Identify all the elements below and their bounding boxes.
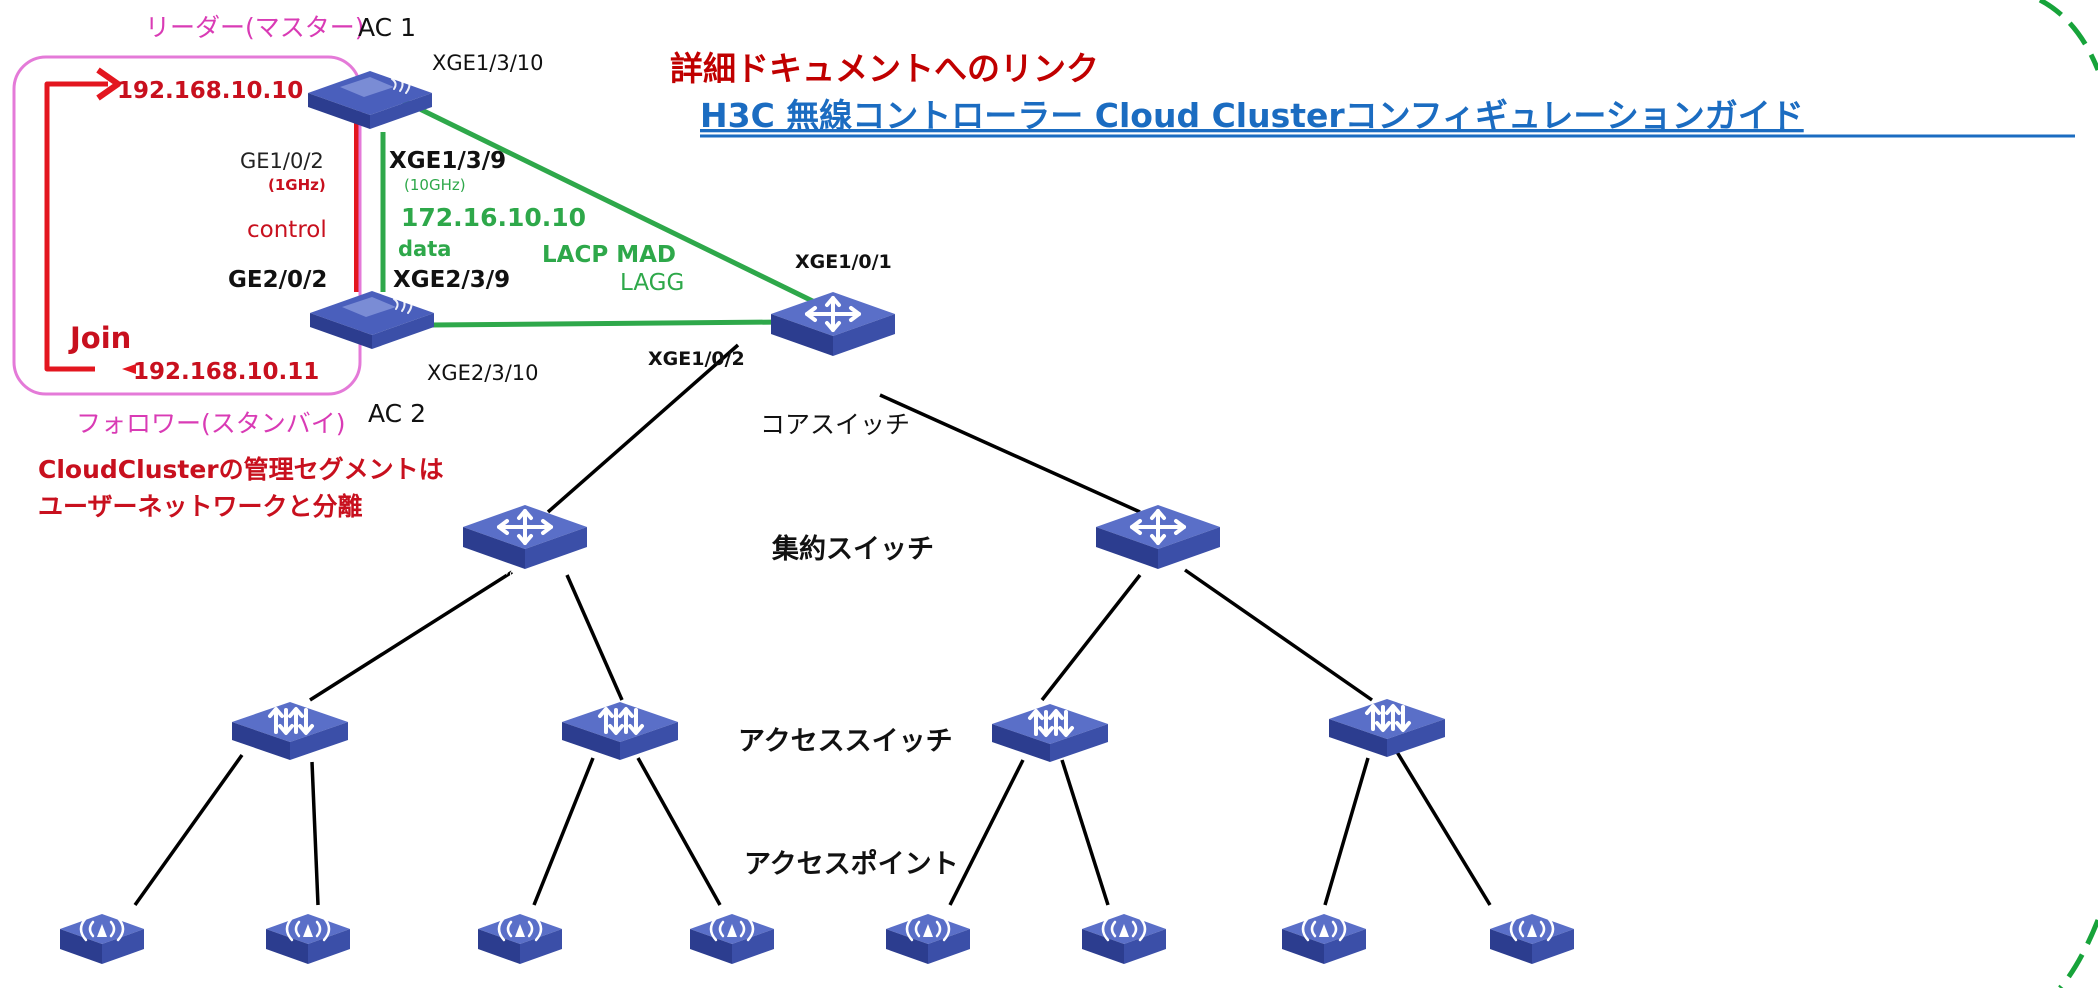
data-links — [380, 89, 837, 328]
ac1-name: AC 1 — [358, 13, 416, 42]
decorative-arc-top — [2038, 0, 2098, 71]
note-line-1: CloudClusterの管理セグメントは — [38, 455, 444, 484]
cluster-box — [12, 55, 362, 396]
access-point-1 — [58, 912, 146, 966]
decorative-arc-bottom — [2058, 919, 2098, 990]
data-label: data — [398, 237, 451, 261]
access-point-2 — [264, 912, 352, 966]
lagg-label: LAGG — [620, 270, 684, 296]
ac2-device — [309, 290, 435, 350]
control-port-bottom: GE2/0/2 — [228, 267, 327, 293]
layer-label-core: コアスイッチ — [760, 410, 910, 439]
lacp-mad-label: LACP MAD — [542, 242, 676, 268]
core-switch-device — [769, 290, 897, 358]
join-arrowhead-top — [96, 67, 121, 101]
access-point-5 — [884, 912, 972, 966]
data-port-bottom: XGE2/3/9 — [393, 267, 510, 293]
ac1-device — [307, 70, 433, 130]
access-point-7 — [1280, 912, 1368, 966]
access-switch-2 — [560, 700, 680, 762]
join-label: Join — [68, 321, 131, 355]
control-port-top: GE1/0/2 — [240, 149, 324, 173]
layer-label-access: アクセススイッチ — [738, 726, 953, 757]
data-ip: 172.16.10.10 — [401, 203, 586, 232]
leader-ip: 192.168.10.10 — [117, 78, 303, 104]
join-arrow — [44, 81, 108, 372]
core-port-2: XGE1/0/2 — [648, 348, 745, 370]
control-speed: (1GHz) — [268, 176, 326, 194]
ac1-uplink-port: XGE1/3/10 — [432, 51, 544, 75]
layer-label-aggregation: 集約スイッチ — [771, 533, 934, 565]
access-switch-4 — [1327, 697, 1447, 759]
access-point-4 — [688, 912, 776, 966]
core-port-1: XGE1/0/1 — [795, 251, 892, 273]
link-heading: 詳細ドキュメントへのリンク — [670, 49, 1099, 88]
leader-label: リーダー(マスター) — [145, 13, 365, 42]
aggregation-switch-left — [461, 503, 589, 571]
access-point-3 — [476, 912, 564, 966]
aggregation-switch-right — [1094, 503, 1222, 571]
follower-label: フォロワー(スタンバイ) — [76, 409, 346, 438]
data-port-top: XGE1/3/9 — [389, 148, 506, 174]
access-switch-1 — [230, 700, 350, 762]
hierarchy-links — [133, 343, 1492, 907]
access-switch-3 — [990, 702, 1110, 764]
access-point-6 — [1080, 912, 1168, 966]
control-label: control — [247, 217, 327, 243]
join-arrowhead-bottom — [122, 364, 136, 374]
ac2-uplink-port: XGE2/3/10 — [427, 361, 539, 385]
data-speed: (10GHz) — [404, 176, 466, 194]
layer-label-ap: アクセスポイント — [744, 849, 959, 880]
access-point-8 — [1488, 912, 1576, 966]
follower-ip: 192.168.10.11 — [133, 359, 319, 385]
ac2-name: AC 2 — [368, 399, 426, 428]
note-line-2: ユーザーネットワークと分離 — [38, 492, 363, 521]
documentation-link[interactable]: H3C 無線コントローラー Cloud Clusterコンフィギュレーションガイ… — [700, 96, 1804, 135]
